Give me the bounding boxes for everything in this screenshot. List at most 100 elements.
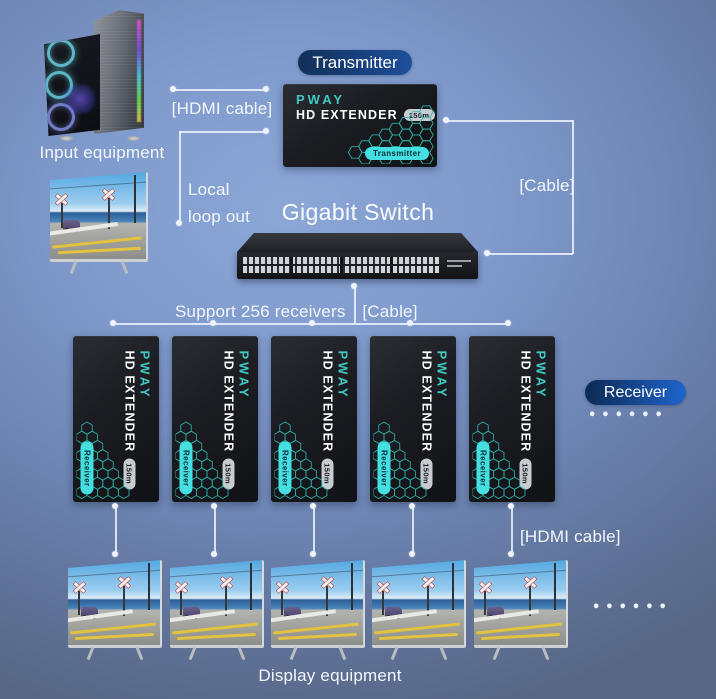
connector-dot (508, 503, 514, 509)
connector-line (572, 120, 574, 254)
tv-stand (440, 646, 448, 661)
pc-front-panel (94, 10, 144, 134)
display-tv (474, 556, 568, 661)
connector-dot (409, 503, 415, 509)
brand-logo: PWAY (533, 350, 548, 400)
tv-stand (188, 646, 196, 661)
cable-label: [Cable] (519, 176, 575, 195)
crossing-sign-icon (382, 590, 385, 615)
connector-dot (110, 320, 116, 326)
connector-line (115, 508, 117, 553)
crossing-sign-icon (123, 585, 126, 617)
connector-line (179, 131, 181, 223)
pc-rgb-strip (137, 20, 141, 122)
connector-dot (112, 503, 118, 509)
connector-line (214, 508, 216, 553)
tv-scene-road-marking (57, 246, 141, 254)
tv-screen (271, 560, 365, 649)
switch-port-row (243, 257, 439, 264)
crossing-sign-icon (225, 585, 228, 617)
more-displays-dots: •••••• (592, 600, 672, 615)
input-pc-tower (44, 8, 152, 144)
connector-dot (170, 86, 176, 92)
crossing-sign-icon (107, 198, 110, 230)
tv-screen (372, 560, 466, 649)
connector-dot (508, 551, 514, 557)
tv-stand (390, 646, 398, 661)
connector-dot (210, 320, 216, 326)
connector-dot (211, 503, 217, 509)
display-tv (68, 556, 162, 661)
input-equipment-label: Input equipment (39, 143, 165, 162)
receiver-role-badge: Receiver (476, 441, 489, 494)
tv-stand (121, 260, 129, 275)
tv-scene-pole (133, 174, 136, 223)
crossing-sign-icon (78, 590, 81, 615)
brand-logo: PWAY (434, 350, 449, 400)
pc-fan-icon (47, 39, 75, 67)
crossing-sign-icon (326, 585, 329, 617)
crossing-sign-icon (484, 590, 487, 615)
display-tv (271, 556, 365, 661)
brand-logo: PWAY (296, 92, 346, 107)
local-loop-out-line1: Local (188, 180, 230, 199)
connector-line (511, 508, 513, 553)
pc-glass-panel (44, 34, 100, 136)
connector-dot (112, 551, 118, 557)
connector-dot (407, 320, 413, 326)
tv-stand (339, 646, 347, 661)
transmitter-tag: Transmitter (298, 50, 412, 75)
receiver-tag: Receiver (585, 380, 686, 405)
pc-foot (127, 136, 140, 141)
crossing-sign-icon (60, 203, 63, 228)
receiver-role-badge: Receiver (377, 441, 390, 494)
input-tv (50, 168, 148, 275)
switch-brand-mark (447, 260, 471, 270)
receiver-role-badge: Receiver (278, 441, 291, 494)
model-row: HD EXTENDER 150m (296, 108, 435, 122)
connector-dot (263, 86, 269, 92)
receiver-role-badge: Receiver (179, 441, 192, 494)
crossing-sign-icon (180, 590, 183, 615)
connector-dot (409, 551, 415, 557)
tv-stand (542, 646, 550, 661)
tv-scene-pole (452, 562, 455, 610)
crossing-sign-icon (529, 585, 532, 617)
brand-logo: PWAY (137, 350, 152, 400)
tv-scene-pole (351, 562, 354, 610)
connector-dot (176, 220, 182, 226)
pc-fan-icon (47, 103, 75, 131)
connector-line (313, 508, 315, 553)
connector-line (446, 120, 573, 122)
tv-scene-road-marking (379, 633, 459, 641)
connector-line (487, 253, 573, 255)
gigabit-switch-device (237, 252, 478, 279)
tv-screen (68, 560, 162, 649)
model-name: HD EXTENDER (296, 108, 398, 122)
tv-scene-pole (554, 562, 557, 610)
tv-scene-road-marking (481, 633, 561, 641)
pc-foot (60, 136, 73, 141)
connector-dot (309, 320, 315, 326)
transmitter-device: PWAY HD EXTENDER 150m Transmitter (283, 84, 437, 167)
connector-line (173, 89, 266, 91)
tv-stand (238, 646, 246, 661)
cable-label: [Cable] (362, 302, 418, 321)
tv-screen (474, 560, 568, 649)
tv-screen (170, 560, 264, 649)
connector-dot (505, 320, 511, 326)
connector-dot (351, 283, 357, 289)
hdmi-cable-label: [HDMI cable] (520, 527, 621, 546)
more-receivers-dots: •••••• (588, 408, 668, 423)
connector-line (179, 131, 267, 133)
crossing-sign-icon (281, 590, 284, 615)
local-loop-out-line2: loop out (188, 207, 251, 226)
pc-gpu-glow (64, 84, 96, 114)
